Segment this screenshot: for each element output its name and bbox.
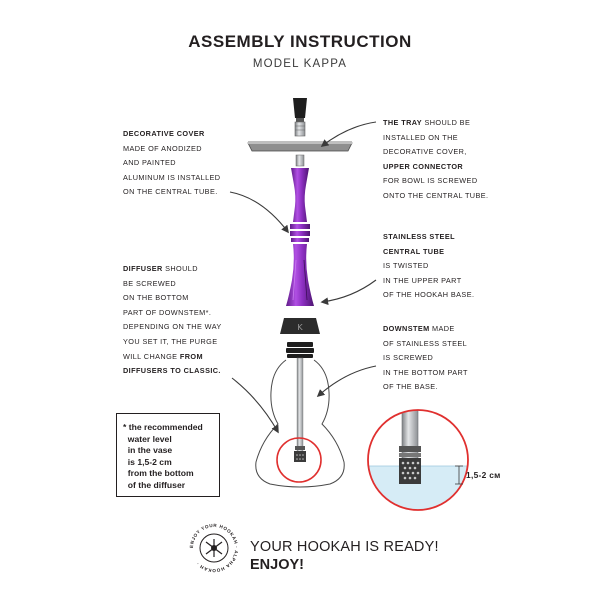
arrow-decorative-cover — [229, 191, 289, 234]
note-bold-text: DIFFUSERS TO CLASSIC. — [123, 366, 221, 376]
upper-connector — [294, 121, 306, 137]
note-line: DIFFUSER SHOULD — [123, 262, 222, 277]
note-decorative-cover: DECORATIVE COVER MADE OF ANODIZED AND PAIN… — [123, 127, 220, 200]
note-text: ON THE BOTTOM — [123, 293, 189, 303]
note-line: OF THE BASE. — [383, 380, 468, 395]
note-text: IN THE UPPER PART — [383, 275, 462, 285]
note-line: MADE OF ANODIZED — [123, 142, 220, 157]
note-text: ONTO THE CENTRAL TUBE. — [383, 190, 489, 200]
note-text: OF THE BASE. — [383, 382, 438, 392]
pointer-arrows — [229, 121, 377, 434]
note-text: FOR BOWL IS SCREWED — [383, 176, 478, 186]
note-central-tube: STAINLESS STEEL CENTRAL TUBE IS TWISTED IN … — [383, 230, 474, 303]
note-text: IN THE BOTTOM PART — [383, 367, 468, 377]
alpha-hookah-logo: ENJOY YOUR HOOKAH · ALPHA HOOKAH · — [189, 523, 238, 573]
water-level-bracket — [455, 465, 463, 485]
note-text: INSTALLED ON THE — [383, 132, 459, 142]
bowl — [293, 98, 307, 122]
note-line: THE TRAY SHOULD BE — [383, 116, 488, 131]
note-line: ON THE CENTRAL TUBE. — [123, 185, 220, 200]
note-bold-text: DOWNSTEM — [383, 324, 430, 333]
note-bold-text: THE TRAY — [383, 118, 423, 127]
note-bold-text: UPPER CONNECTOR — [383, 161, 464, 171]
note-line: UPPER CONNECTOR — [383, 160, 488, 175]
note-text: YOU SET IT, THE PURGE — [123, 336, 218, 346]
glass-vase — [255, 359, 345, 488]
note-bold-text: DECORATIVE COVER — [123, 129, 205, 138]
note-text: DEPENDING ON THE WAY — [123, 322, 222, 332]
note-line: IS TWISTED — [383, 259, 474, 274]
note-line: BE SCREWED — [123, 277, 222, 292]
note-text: SHOULD — [162, 264, 198, 273]
note-bold-text: FROM — [179, 351, 203, 361]
note-text: IS SCREWED — [383, 353, 434, 363]
svg-text:K: K — [297, 323, 303, 332]
arrow-tray — [320, 121, 377, 147]
note-line: DECORATIVE COVER — [123, 127, 220, 142]
arrow-diffuser — [231, 377, 279, 434]
diffuser-highlight-circle — [276, 437, 322, 483]
note-line: PART OF DOWNSTEM*. — [123, 306, 222, 321]
page-title: ASSEMBLY INSTRUCTION — [188, 32, 412, 51]
arrow-downstem — [316, 365, 377, 398]
vase-grommet — [286, 342, 314, 358]
note-line: FOR BOWL IS SCREWED — [383, 174, 488, 189]
tray — [247, 141, 353, 152]
tray-connector — [295, 154, 305, 167]
base-connector: K — [280, 318, 320, 334]
note-bold-text: STAINLESS STEEL — [383, 232, 455, 241]
decorative-cover — [286, 168, 314, 306]
note-bold-text: CENTRAL TUBE — [383, 246, 445, 256]
water-level-note: * the recommended water level in the vas… — [123, 422, 203, 490]
note-line: DIFFUSERS TO CLASSIC. — [123, 364, 222, 379]
note-line: DOWNSTEM MADE — [383, 322, 468, 337]
note-text: OF THE HOOKAH BASE. — [383, 290, 475, 300]
note-line: IS SCREWED — [383, 351, 468, 366]
enjoy-message: ENJOY! — [250, 557, 304, 573]
diffuser — [294, 451, 306, 462]
note-line: ONTO THE CENTRAL TUBE. — [383, 189, 488, 204]
note-text: BE SCREWED — [123, 278, 177, 288]
note-line: OF THE HOOKAH BASE. — [383, 288, 474, 303]
note-text: IS TWISTED — [383, 261, 429, 271]
note-text: MADE OF ANODIZED — [123, 143, 202, 153]
note-text: SHOULD BE — [422, 118, 471, 127]
downstem — [295, 357, 305, 457]
note-text: ALUMINUM IS INSTALLED — [123, 172, 221, 182]
note-line: WILL CHANGE FROM — [123, 350, 222, 365]
water-level-measurement: 1,5-2 см — [466, 470, 501, 480]
zoom-detail — [367, 409, 469, 511]
note-line: STAINLESS STEEL — [383, 230, 474, 245]
note-text: ON THE CENTRAL TUBE. — [123, 187, 218, 197]
note-line: OF STAINLESS STEEL — [383, 337, 468, 352]
note-line: IN THE BOTTOM PART — [383, 366, 468, 381]
ready-message: YOUR HOOKAH IS READY! — [250, 539, 439, 555]
note-line: ALUMINUM IS INSTALLED — [123, 171, 220, 186]
note-line: CENTRAL TUBE — [383, 245, 474, 260]
note-text: DECORATIVE COVER, — [383, 147, 467, 157]
note-text: MADE — [429, 324, 455, 333]
note-line: IN THE UPPER PART — [383, 274, 474, 289]
note-text: AND PAINTED — [123, 158, 176, 168]
note-line: ON THE BOTTOM — [123, 291, 222, 306]
page-subtitle: MODEL KAPPA — [252, 58, 348, 70]
note-text: WILL CHANGE — [123, 351, 180, 361]
arrow-central-tube — [320, 279, 377, 306]
note-line: DEPENDING ON THE WAY — [123, 320, 222, 335]
note-line: INSTALLED ON THE — [383, 131, 488, 146]
note-text: PART OF DOWNSTEM*. — [123, 307, 212, 317]
note-text: OF STAINLESS STEEL — [383, 338, 468, 348]
note-line: AND PAINTED — [123, 156, 220, 171]
water-level-note-box: * the recommended water level in the vas… — [116, 413, 220, 497]
note-line: YOU SET IT, THE PURGE — [123, 335, 222, 350]
note-bold-text: DIFFUSER — [123, 264, 163, 273]
note-line: DECORATIVE COVER, — [383, 145, 488, 160]
